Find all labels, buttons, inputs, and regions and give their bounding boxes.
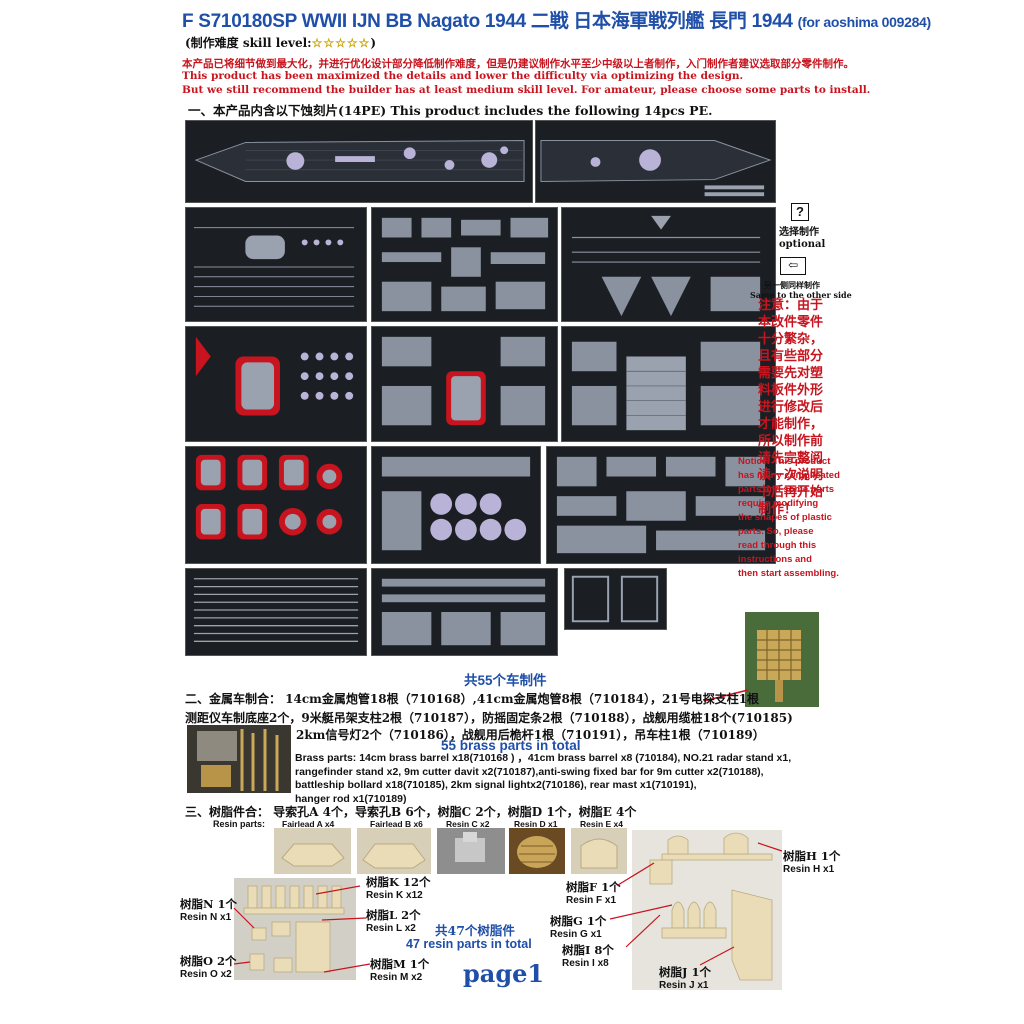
resin-b-photo [357,828,431,874]
resin-i-label: 树脂I 8个 Resin I x8 [562,943,614,970]
pe-sheet-rails-1 [185,207,367,322]
brass-cn-line-1: 二、金属车制合： 14cm金属炮管18根（710168）,41cm金属炮管8根（… [185,692,760,706]
radar-pointer-arrow [703,689,749,702]
pe-sheet-turret-1 [185,326,367,442]
resin-g-label: 树脂G 1个 Resin G x1 [550,914,607,941]
brass-total-en: 55 brass parts in total [441,738,581,753]
optional-icon: ? [791,203,809,221]
resin-tray-left [234,878,356,980]
notice-en: Notice: This product has many complicate… [738,456,840,579]
pe-sheet-deck-fwd [535,120,776,203]
skill-level: (制作难度 skill level:☆☆☆☆☆) [185,36,377,50]
brass-cn-line-2: 测距仪车制底座2个，9米艇吊架支柱2根（710187），防摇固定条2根（7101… [185,711,793,725]
warning-en-2: But we still recommend the builder has a… [182,84,871,96]
radar-stand-photo [745,612,819,707]
resin-e-photo [571,828,627,874]
optional-cn: 选择制作 [779,227,819,238]
resin-tray-right [632,830,782,990]
resin-cn-line: 三、树脂件合： 导索孔A 4个，导索孔B 6个，树脂C 2个，树脂D 1个，树脂… [185,805,637,819]
resin-k-label: 树脂K 12个 Resin K x12 [366,875,431,902]
same-side-icon: ⇦ [780,257,806,275]
resin-f-label: 树脂F 1个 Resin F x1 [566,880,621,907]
same-side-en: Same to the other side [750,290,852,300]
pe-sheet-deck-aft [185,120,533,203]
resin-right-leaders [609,842,783,966]
pe-sheet-small-parts [371,568,558,656]
title-main: F S710180SP WWII IJN BB Nagato 1944 二戦 日… [182,11,793,32]
section1-heading: 一、本产品内含以下蚀刻片(14PE) This product includes… [188,103,713,118]
pe-sheet-turret-3 [185,446,367,564]
resin-total-cn: 共47个树脂件 [435,923,515,938]
title-kit-ref: (for aoshima 009284) [797,14,932,30]
pe-sheet-superstructure [561,326,776,442]
notice-cn: 注意：由于本改件零件十分繁杂，且有些部分需要先对塑料板件外形进行修改后才能制作，… [758,298,824,517]
resin-d-label: Resin D x1 [514,819,558,829]
brass-parts-photo [187,725,291,793]
resin-parts-label: Resin parts: [213,819,266,829]
resin-left-leaders [233,885,371,973]
brass-total-cn: 共55个车制件 [464,673,547,688]
resin-d-photo [509,828,565,874]
resin-a-label: Fairlead A x4 [282,819,335,829]
warning-cn: 本产品已将细节做到最大化，并进行优化设计部分降低制作难度，但是仍建议制作水平至少… [182,58,854,70]
pe-sheet-frames [564,568,667,630]
pe-sheet-searchlights [371,446,541,564]
page-number: page1 [463,959,545,988]
optional-en: optional [779,239,826,250]
resin-e-label: Resin E x4 [580,819,623,829]
resin-c-photo [437,828,505,874]
warning-en-1: This product has been maximized the deta… [182,70,744,82]
pe-sheet-turret-2 [371,326,558,442]
resin-j-label: 树脂J 1个 Resin J x1 [659,965,711,992]
skill-stars: ☆☆☆☆☆ [311,36,371,50]
resin-c-label: Resin C x2 [446,819,490,829]
brass-en-list: Brass parts: 14cm brass barrel x18(71016… [295,752,792,805]
document-title: F S710180SP WWII IJN BB Nagato 1944 二戦 日… [182,6,931,33]
pe-sheet-fittings-2 [561,207,776,322]
resin-l-label: 树脂L 2个 Resin L x2 [366,908,421,935]
pe-sheet-fittings-3 [546,446,776,564]
resin-b-label: Fairlead B x6 [370,819,423,829]
resin-o-label: 树脂O 2个 Resin O x2 [180,954,237,981]
resin-h-label: 树脂H 1个 Resin H x1 [783,849,841,876]
pe-sheet-railings [185,568,367,656]
resin-a-photo [274,828,351,874]
resin-m-label: 树脂M 1个 Resin M x2 [370,957,430,984]
same-side-cn: 另一侧同样制作 [764,280,820,290]
pe-sheet-fittings-1 [371,207,558,322]
brass-cn-line-3: 2km信号灯2个（710186），战舰用后桅杆1根（710191），吊车柱1根（… [296,728,765,742]
resin-n-label: 树脂N 1个 Resin N x1 [180,897,238,924]
resin-total-en: 47 resin parts in total [406,937,532,951]
